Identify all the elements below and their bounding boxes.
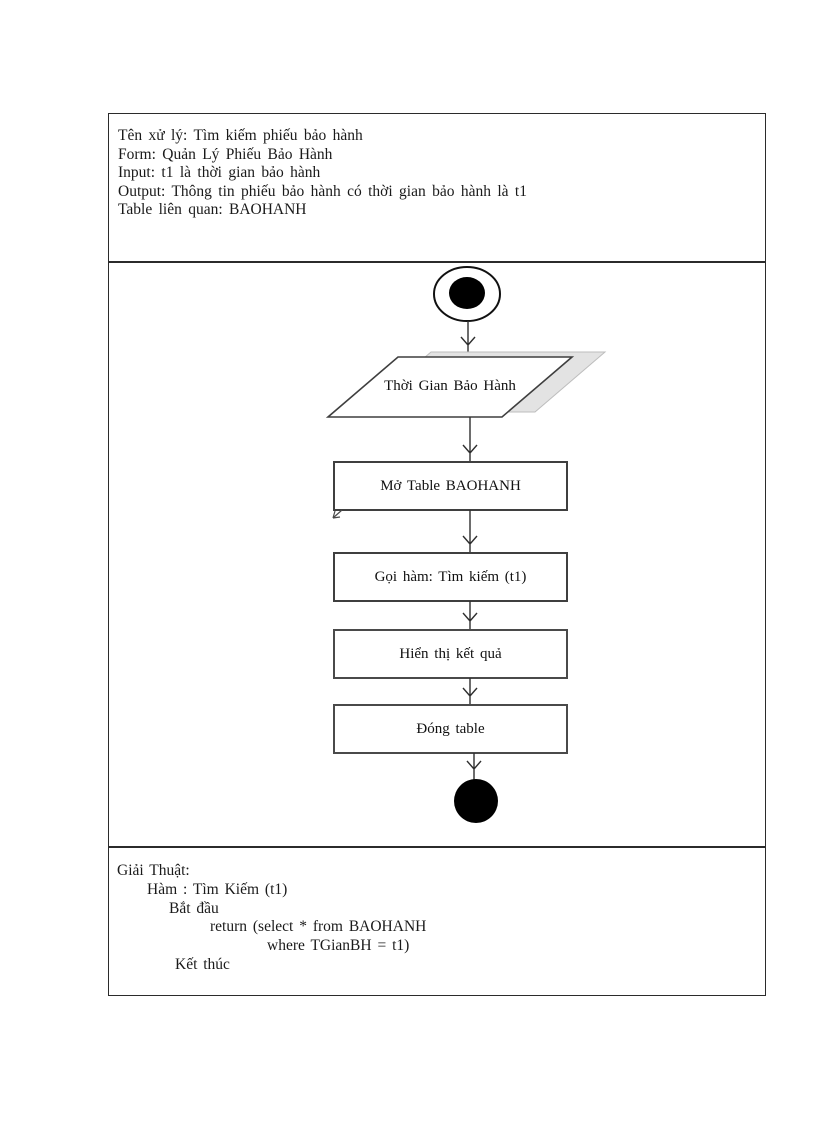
process-header: Tên xử lý: Tìm kiếm phiếu bảo hành Form:…	[118, 127, 748, 220]
flowchart-step-label-4: Đóng table	[416, 720, 485, 737]
algorithm-line-ket-thuc: Kết thúc	[175, 955, 230, 973]
algorithm-line-return: return (select * from BAOHANH	[210, 918, 427, 936]
flow-arrow-6	[466, 753, 482, 780]
header-line-input: Input: t1 là thời gian bảo hành	[118, 164, 321, 182]
algorithm-title: Giải Thuật:	[117, 862, 190, 879]
process-rect-3	[333, 629, 568, 679]
flow-arrow-2	[462, 417, 478, 461]
header-line-form: Form: Quản Lý Phiếu Bảo Hành	[118, 145, 333, 163]
flowchart-step-label-2: Gọi hàm: Tìm kiếm (t1)	[374, 568, 527, 585]
row-divider-top	[108, 261, 766, 263]
algorithm-line-where: where TGianBH = t1)	[267, 937, 410, 955]
process-rect-4	[333, 704, 568, 754]
algorithm-line-ham: Hàm : Tìm Kiếm (t1)	[147, 880, 288, 898]
algorithm-line-bat-dau: Bắt đầu	[169, 899, 219, 917]
algorithm-section: Giải Thuật: Hàm : Tìm Kiếm (t1) Bắt đầu …	[117, 862, 737, 975]
start-node-icon	[433, 266, 501, 322]
row-divider-bottom	[108, 846, 766, 848]
flow-arrow-3	[462, 510, 478, 552]
flowchart-input-label: Thời Gian Bảo Hành	[384, 377, 516, 394]
table-border	[108, 113, 766, 996]
flow-arrow-4	[462, 601, 478, 629]
end-node-icon	[454, 779, 498, 823]
flow-arrow-1	[460, 321, 476, 353]
input-parallelogram	[325, 356, 575, 418]
flow-arrow-5	[462, 678, 478, 704]
flowchart-step-label-1: Mở Table BAOHANH	[380, 477, 521, 494]
header-line-output: Output: Thông tin phiếu bảo hành có thời…	[118, 182, 527, 200]
header-line-ten-xu-ly: Tên xử lý: Tìm kiếm phiếu bảo hành	[118, 127, 363, 144]
header-line-table: Table liên quan: BAOHANH	[118, 201, 307, 219]
process-rect-2	[333, 552, 568, 602]
flowchart-step-label-3: Hiển thị kết quả	[399, 645, 502, 662]
process-rect-1	[333, 461, 568, 511]
connector-hook	[332, 509, 343, 519]
